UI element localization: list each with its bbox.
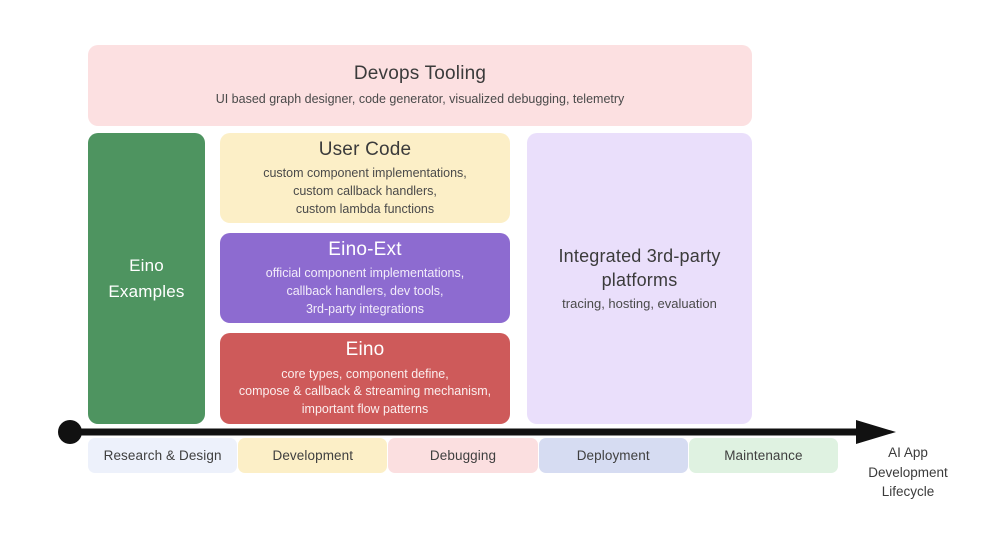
- lifecycle-stage-list: Research & Design Development Debugging …: [88, 438, 839, 473]
- lifecycle-stage-label: Debugging: [429, 448, 497, 463]
- lifecycle-axis-label: AI App Development Lifecycle: [868, 445, 948, 500]
- eino-examples-card: Eino Examples: [88, 133, 205, 424]
- third-party-platforms-card: Integrated 3rd-party platforms tracing, …: [527, 133, 752, 424]
- lifecycle-stage-label: Research & Design: [103, 448, 222, 463]
- eino-ext-title: Eino-Ext: [328, 238, 402, 260]
- eino-ext-card: Eino-Ext official component implementati…: [220, 233, 510, 323]
- eino-ext-description: official component implementations, call…: [265, 266, 465, 316]
- user-code-title: User Code: [318, 138, 412, 160]
- lifecycle-stage-deployment[interactable]: Deployment: [538, 438, 688, 473]
- third-party-platforms-description: tracing, hosting, evaluation: [562, 295, 717, 311]
- user-code-description: custom component implementations, custom…: [263, 166, 467, 216]
- eino-card: Eino core types, component define, compo…: [220, 333, 510, 424]
- lifecycle-stage-label: Development: [272, 448, 354, 463]
- lifecycle-stage-maintenance[interactable]: Maintenance: [688, 438, 839, 473]
- lifecycle-timeline-arrow: [56, 418, 906, 446]
- eino-title: Eino: [345, 339, 385, 361]
- user-code-card: User Code custom component implementatio…: [220, 133, 510, 223]
- lifecycle-stage-research-design[interactable]: Research & Design: [88, 438, 238, 473]
- devops-tooling-card: Devops Tooling UI based graph designer, …: [88, 45, 752, 126]
- lifecycle-stage-label: Maintenance: [724, 448, 803, 463]
- lifecycle-stage-debugging[interactable]: Debugging: [388, 438, 538, 473]
- lifecycle-stage-development[interactable]: Development: [238, 438, 388, 473]
- devops-tooling-title: Devops Tooling: [353, 62, 487, 84]
- third-party-platforms-title: Integrated 3rd-party platforms: [558, 245, 721, 291]
- eino-examples-title: Eino Examples: [108, 256, 185, 301]
- devops-tooling-description: UI based graph designer, code generator,…: [215, 92, 625, 107]
- timeline-arrow-icon: [58, 420, 896, 444]
- lifecycle-stage-label: Deployment: [576, 448, 650, 463]
- eino-description: core types, component define, compose & …: [238, 366, 492, 417]
